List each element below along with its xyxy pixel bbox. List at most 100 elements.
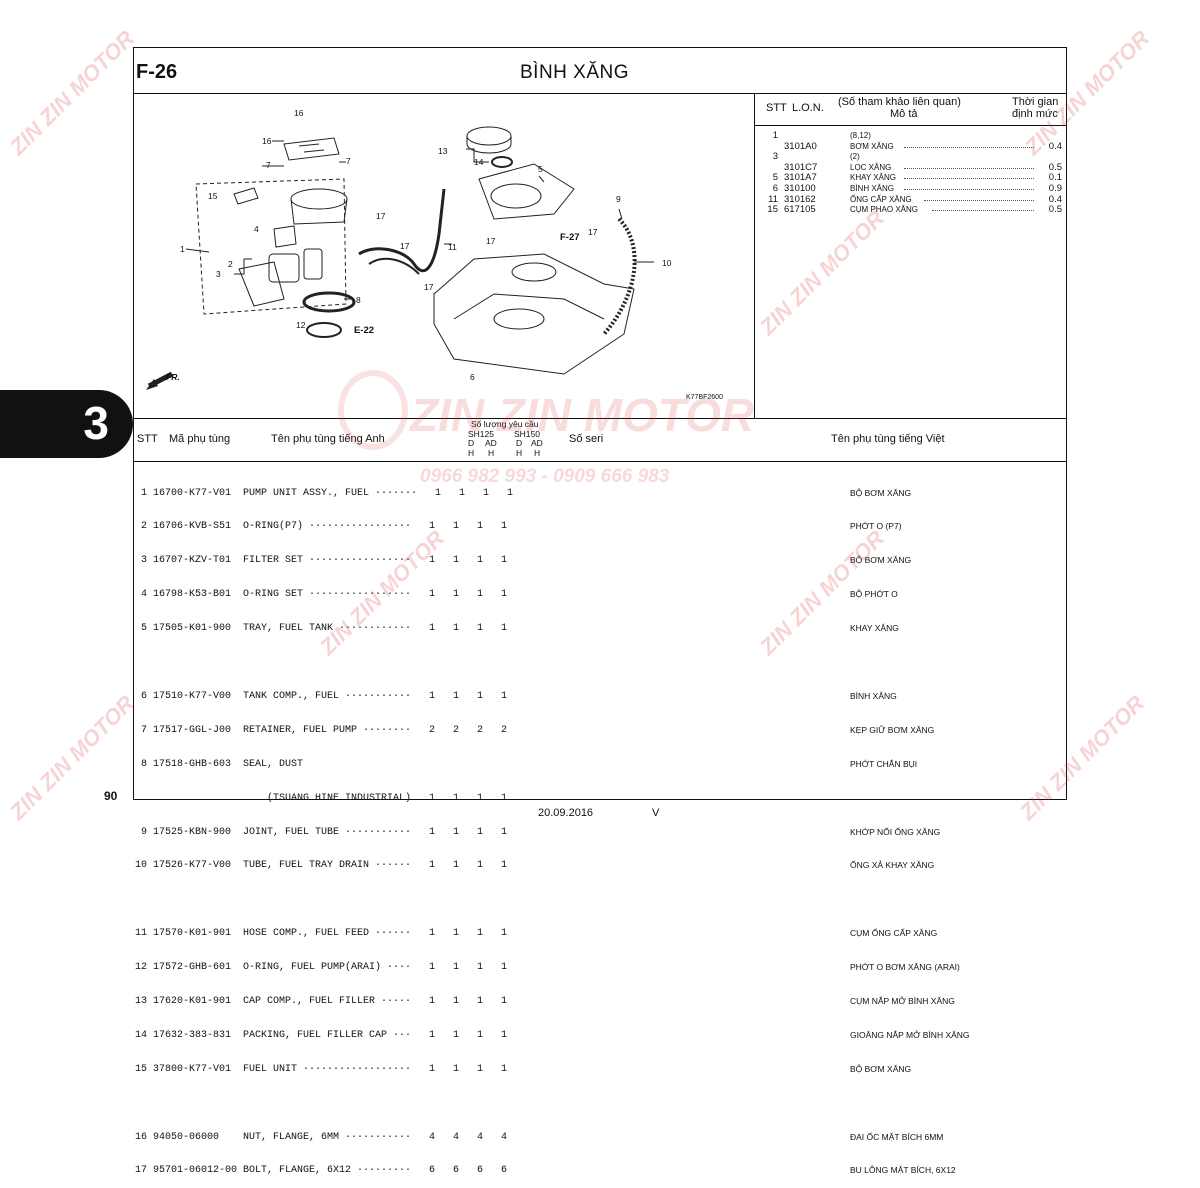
- lon-code: 3101C7: [784, 161, 818, 173]
- parts-header-name-en: Tên phụ tùng tiếng Anh: [271, 433, 385, 445]
- page-frame: [133, 47, 1067, 800]
- watermark-brand-topleft: ZIN ZIN MOTOR: [4, 25, 139, 160]
- lon-time: 0.4: [1048, 140, 1062, 152]
- table-row-vi: BỘ BƠM XĂNG: [850, 555, 912, 566]
- watermark-brand-bottomleft: ZIN ZIN MOTOR: [4, 690, 139, 825]
- lon-stt: 3: [772, 151, 778, 163]
- callout-5: 5: [538, 164, 543, 174]
- table-row: 15 37800-K77-V01 FUEL UNIT ·············…: [135, 1063, 508, 1075]
- page-title: BÌNH XĂNG: [520, 62, 630, 83]
- table-row: [135, 1098, 513, 1109]
- table-row-vi: GIOĂNG NẮP MỞ BÌNH XĂNG: [850, 1029, 970, 1040]
- table-row-vi: [850, 793, 970, 804]
- table-row-vi: CỤM NẮP MỞ BÌNH XĂNG: [850, 995, 955, 1006]
- callout-3: 3: [216, 269, 221, 279]
- table-row-vi: [850, 1098, 970, 1109]
- title-divider: [133, 93, 1067, 94]
- parts-header-ad2: AD: [531, 438, 543, 448]
- table-row: 12 17572-GHB-601 O-RING, FUEL PUMP(ARAI)…: [135, 962, 508, 974]
- lon-row: 1 (8,12): [756, 130, 1064, 141]
- table-row-vi: BU LÔNG MẶT BÍCH, 6X12: [850, 1165, 956, 1176]
- callout-11: 11: [448, 242, 457, 252]
- parts-header-part-no: Mã phụ tùng: [169, 433, 231, 445]
- lon-header-ref: (Số tham khảo liên quan): [838, 96, 961, 108]
- callout-17c: 17: [486, 236, 496, 246]
- callout-16b: 16: [262, 136, 272, 146]
- lon-stt: 15: [767, 204, 778, 216]
- parts-header-h2: H: [488, 448, 495, 458]
- parts-header-sh125: SH125: [468, 429, 494, 439]
- table-row: 11 17570-K01-901 HOSE COMP., FUEL FEED ·…: [135, 928, 508, 940]
- footer-revision: V: [652, 807, 660, 819]
- lon-desc: BƠM XĂNG: [850, 141, 894, 151]
- table-row-vi: BỘ PHỚT O: [850, 589, 898, 600]
- page-number: 90: [104, 789, 118, 803]
- table-row-vi: BỘ BƠM XĂNG: [850, 1063, 912, 1074]
- callout-9: 9: [616, 194, 621, 204]
- lon-header-lon: L.O.N.: [792, 102, 824, 114]
- callout-7a: 7: [266, 160, 271, 170]
- lon-header-desc: Mô tả: [890, 108, 918, 120]
- parts-header-sh150: SH150: [514, 429, 540, 439]
- table-row: 14 17632-383-831 PACKING, FUEL FILLER CA…: [135, 1029, 508, 1041]
- lon-desc: (8,12): [850, 131, 871, 140]
- lon-desc: (2): [850, 152, 860, 162]
- diagram-table-divider: [754, 93, 755, 418]
- callout-6: 6: [470, 372, 475, 382]
- callout-16a: 16: [294, 108, 304, 118]
- table-row-vi: KHAY XĂNG: [850, 623, 899, 634]
- section-tab-number: 3: [83, 397, 109, 449]
- footer-date: 20.09.2016: [538, 807, 594, 819]
- lon-desc: CỤM PHAO XĂNG: [850, 205, 919, 215]
- table-row-vi: [850, 894, 970, 905]
- callout-8: 8: [356, 295, 361, 305]
- callout-17b: 17: [400, 241, 410, 251]
- table-row-vi: [850, 657, 970, 668]
- callout-17a: 17: [376, 211, 386, 221]
- lon-row: 6 310100 BÌNH XĂNG 0.9: [756, 183, 1064, 194]
- lon-desc: BÌNH XĂNG: [850, 183, 895, 193]
- parts-header-h4: H: [534, 448, 541, 458]
- table-row: 3 16707-KZV-T01 FILTER SET ·············…: [135, 555, 508, 567]
- lon-desc: LỌC XĂNG: [850, 162, 892, 172]
- lon-header-time-2: định mức: [1012, 108, 1058, 120]
- figure-code: F-26: [136, 61, 178, 83]
- diagram-code: K77BF2600: [686, 394, 723, 401]
- lon-time: 0.4: [1048, 193, 1062, 205]
- table-row: 9 17525-KBN-900 JOINT, FUEL TUBE ·······…: [135, 826, 508, 838]
- exploded-diagram: 1 2 3 4 5 6 7 7 8 9 10 11 12 13 14 15 16…: [134, 94, 754, 418]
- lon-dots: [904, 146, 1034, 148]
- lon-header-time: Thời gian: [1012, 96, 1059, 108]
- callout-12: 12: [296, 320, 306, 330]
- lon-row: 5 3101A7 KHAY XĂNG 0.1: [756, 172, 1064, 183]
- table-row: (TSUANG HINE INDUSTRIAL) 1 1 1 1: [135, 792, 508, 804]
- table-row: [135, 657, 513, 668]
- diagram-svg: [146, 126, 654, 390]
- callout-15: 15: [208, 191, 218, 201]
- table-row-vi: ỐNG XẢ KHAY XĂNG: [850, 860, 935, 871]
- table-row-vi: ĐAI ỐC MẶT BÍCH 6MM: [850, 1131, 944, 1142]
- callout-4: 4: [254, 224, 259, 234]
- parts-header-d2: D: [516, 438, 523, 448]
- lon-time: 0.1: [1048, 172, 1062, 184]
- lon-time: 0.9: [1048, 182, 1062, 194]
- lon-row: 3 (2): [756, 151, 1064, 162]
- lon-row: 3101A0 BƠM XĂNG 0.4: [756, 141, 1064, 152]
- table-row: 4 16798-K53-B01 O-RING SET ·············…: [135, 589, 508, 601]
- lon-code: 3101A7: [784, 172, 817, 184]
- parts-header-d1: D: [468, 438, 475, 448]
- lon-code: 310162: [784, 193, 816, 205]
- lon-row: 11 310162 ỐNG CẤP XĂNG 0.4: [756, 194, 1064, 205]
- ref-f27: F-27: [560, 232, 580, 243]
- lon-dots: [904, 167, 1034, 169]
- ref-e22: E-22: [354, 325, 375, 336]
- lon-dots: [904, 178, 1034, 180]
- table-row: [135, 894, 513, 905]
- parts-header-h3: H: [516, 448, 523, 458]
- table-row-vi: PHỚT O (P7): [850, 521, 902, 532]
- section-tab: 3: [0, 390, 133, 458]
- parts-list-vi: BỘ BƠM XĂNG PHỚT O (P7) BỘ BƠM XĂNG BỘ P…: [850, 465, 970, 1188]
- callout-17e: 17: [424, 282, 434, 292]
- table-row: 5 17505-K01-900 TRAY, FUEL TANK ········…: [135, 623, 508, 635]
- lon-code: 310100: [784, 182, 816, 194]
